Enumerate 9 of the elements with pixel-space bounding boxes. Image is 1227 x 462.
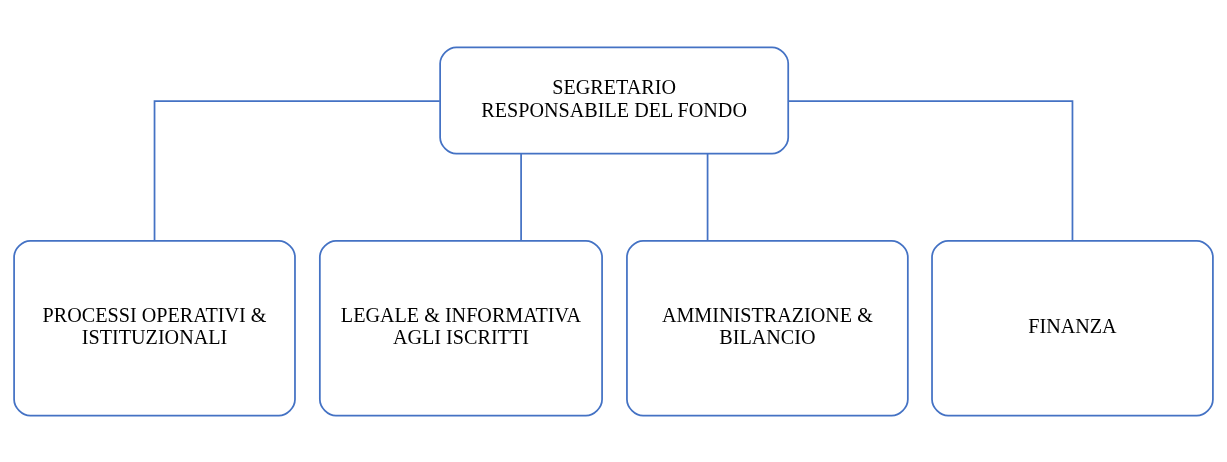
connector — [706, 152, 709, 242]
node-box: SEGRETARIO RESPONSABILE DEL FONDO — [439, 46, 790, 154]
connector — [520, 152, 522, 242]
node-box: FINANZA — [931, 239, 1214, 416]
node-box: AMMINISTRAZIONE & BILANCIO — [626, 239, 909, 416]
node-box: PROCESSI OPERATIVI & ISTITUZIONALI — [13, 239, 296, 416]
node-box: LEGALE & INFORMATIVA AGLI ISCRITTI — [318, 239, 603, 416]
connector — [153, 99, 441, 241]
connector — [787, 99, 1074, 241]
